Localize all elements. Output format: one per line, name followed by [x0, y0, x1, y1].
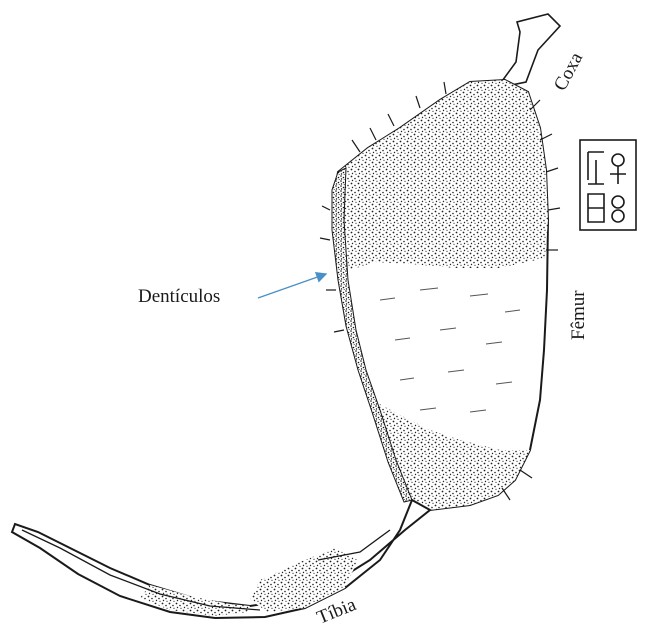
femur-stippled-region	[338, 80, 548, 270]
label-coxa: Coxa	[550, 49, 588, 95]
denticulos-arrow	[258, 274, 326, 298]
coxa-segment	[497, 14, 560, 88]
stamp-seal	[580, 140, 636, 230]
tibia-segment	[12, 500, 430, 618]
label-femur: Fêmur	[568, 290, 589, 340]
label-denticulos: Dentículos	[138, 286, 220, 307]
tibia-stipple-distal	[140, 585, 250, 616]
